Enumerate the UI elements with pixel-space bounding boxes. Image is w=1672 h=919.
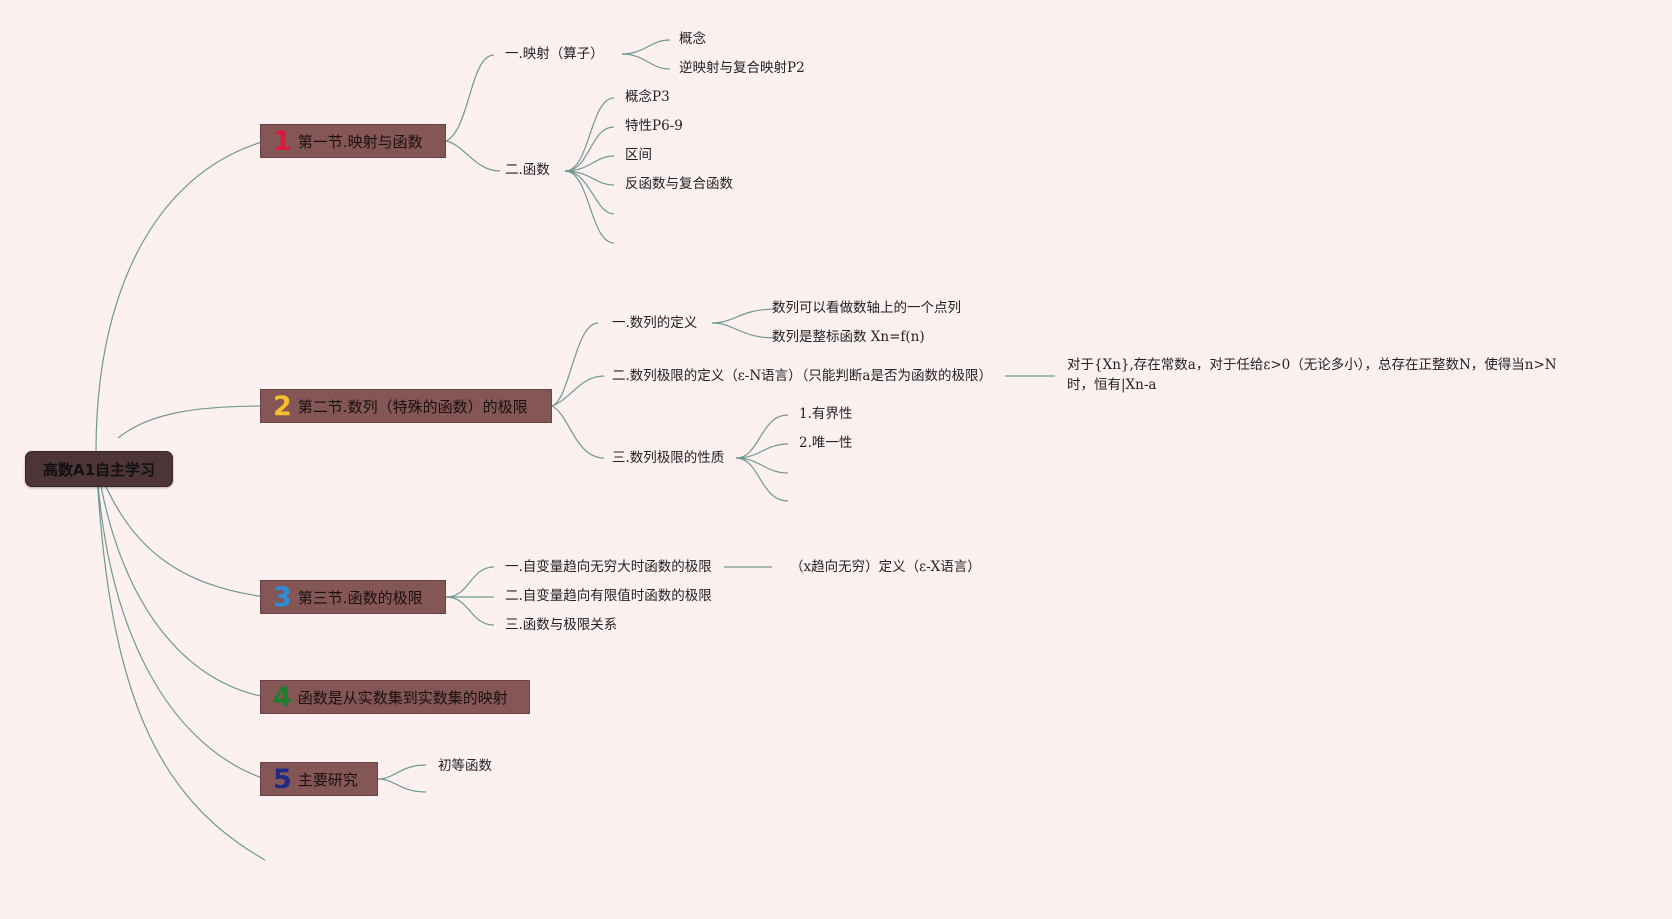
topic-elementary-functions[interactable]: 初等函数 xyxy=(438,758,492,774)
number-4-icon: 4 xyxy=(273,681,292,713)
branch-label: 函数是从实数集到实数集的映射 xyxy=(297,688,508,707)
number-5-icon: 5 xyxy=(273,763,292,795)
subtopic-epsilon-x-definition[interactable]: （x趋向无穷）定义（ε-X语言） xyxy=(790,559,981,575)
topic-function[interactable]: 二.函数 xyxy=(505,162,550,178)
branch-node-1[interactable]: 1 第一节.映射与函数 xyxy=(260,124,446,158)
root-node[interactable]: 高数A1自主学习 xyxy=(25,451,173,487)
subtopic-mapping-concept[interactable]: 概念 xyxy=(679,31,706,47)
subtopic-epsilon-n-definition[interactable]: 对于{Xn},存在常数a，对于任给ε>0（无论多小），总存在正整数N，使得当n>… xyxy=(1067,357,1557,393)
topic-mapping[interactable]: 一.映射（算子） xyxy=(505,46,604,62)
subtopic-boundedness[interactable]: 1.有界性 xyxy=(799,406,853,422)
subtopic-sequence-as-function[interactable]: 数列是整标函数 Xn=f(n) xyxy=(772,329,925,345)
subtopic-sequence-as-points[interactable]: 数列可以看做数轴上的一个点列 xyxy=(772,300,961,316)
number-1-icon: 1 xyxy=(273,125,292,157)
topic-sequence-limit-properties[interactable]: 三.数列极限的性质 xyxy=(612,450,725,466)
topic-limit-at-finite-value[interactable]: 二.自变量趋向有限值时函数的极限 xyxy=(505,588,712,604)
topic-limit-at-infinity[interactable]: 一.自变量趋向无穷大时函数的极限 xyxy=(505,559,712,575)
topic-sequence-definition[interactable]: 一.数列的定义 xyxy=(612,315,698,331)
branch-label: 主要研究 xyxy=(297,770,358,789)
subtopic-uniqueness[interactable]: 2.唯一性 xyxy=(799,435,853,451)
topic-sequence-limit-definition[interactable]: 二.数列极限的定义（ε-N语言）（只能判断a是否为函数的极限） xyxy=(612,368,992,384)
number-2-icon: 2 xyxy=(273,390,292,422)
branch-node-3[interactable]: 3 第三节.函数的极限 xyxy=(260,580,446,614)
branch-node-2[interactable]: 2 第二节.数列（特殊的函数）的极限 xyxy=(260,389,552,423)
branch-label: 第二节.数列（特殊的函数）的极限 xyxy=(297,397,528,416)
subtopic-inverse-composite-function[interactable]: 反函数与复合函数 xyxy=(625,176,733,192)
branch-node-4[interactable]: 4 函数是从实数集到实数集的映射 xyxy=(260,680,530,714)
branch-label: 第一节.映射与函数 xyxy=(297,132,423,151)
subtopic-function-properties[interactable]: 特性P6-9 xyxy=(625,118,683,134)
subtopic-interval[interactable]: 区间 xyxy=(625,147,652,163)
branch-node-5[interactable]: 5 主要研究 xyxy=(260,762,378,796)
root-label: 高数A1自主学习 xyxy=(42,460,156,479)
number-3-icon: 3 xyxy=(273,581,292,613)
topic-function-limit-relation[interactable]: 三.函数与极限关系 xyxy=(505,617,618,633)
branch-label: 第三节.函数的极限 xyxy=(297,588,423,607)
subtopic-inverse-composite-mapping[interactable]: 逆映射与复合映射P2 xyxy=(679,60,805,76)
subtopic-function-concept[interactable]: 概念P3 xyxy=(625,89,670,105)
